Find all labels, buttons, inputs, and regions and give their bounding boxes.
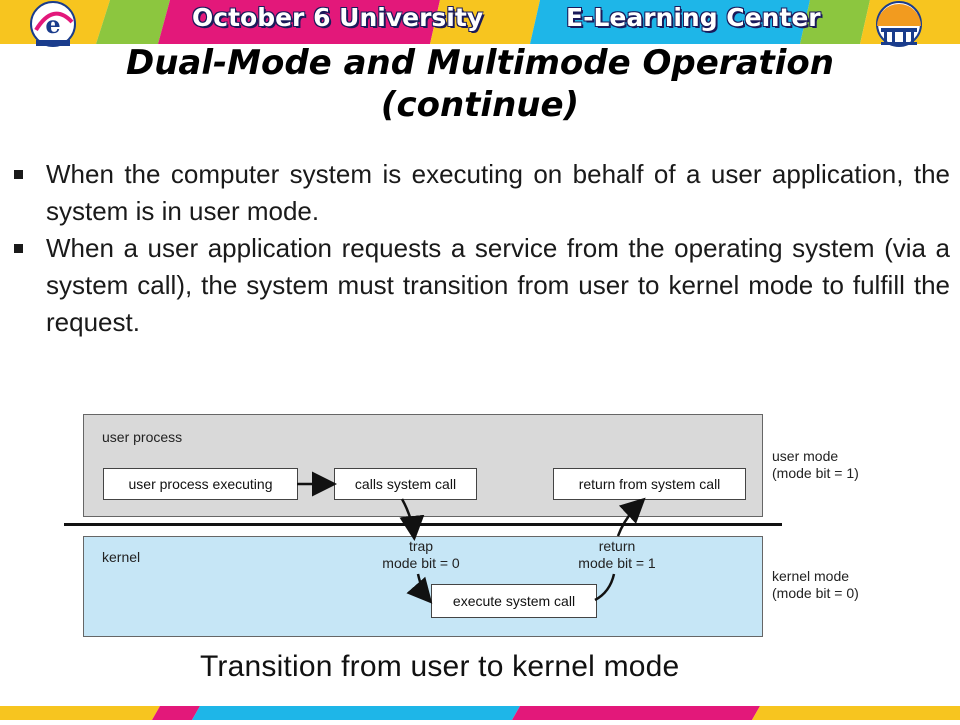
- return-annotation: return mode bit = 1: [562, 538, 672, 572]
- university-name: October 6 University: [192, 3, 484, 32]
- kernel-label: kernel: [102, 549, 141, 565]
- header-banner: October 6 University E-Learning Center: [0, 0, 960, 44]
- return-from-system-call-box: return from system call: [553, 468, 746, 500]
- kernel-mode-label: kernel mode (mode bit = 0): [772, 568, 859, 602]
- mode-transition-diagram: user process kernel user process executi…: [62, 412, 892, 642]
- footer-banner: [0, 690, 960, 720]
- svg-text:e: e: [45, 10, 60, 39]
- square-bullet-icon: [14, 244, 23, 253]
- bullet-text: When a user application requests a servi…: [46, 233, 950, 337]
- diagram-arrows: [297, 471, 646, 604]
- trap-arrow-lower: [406, 573, 433, 604]
- bullet-item: When a user application requests a servi…: [14, 230, 950, 341]
- bullet-list: When the computer system is executing on…: [14, 156, 950, 341]
- diagram-caption: Transition from user to kernel mode: [200, 650, 680, 683]
- return-label: return: [598, 538, 636, 554]
- bullet-text: When the computer system is executing on…: [46, 159, 950, 226]
- user-mode-bit: (mode bit = 1): [772, 465, 859, 481]
- kernel-mode-bit: (mode bit = 0): [772, 585, 859, 601]
- trap-arrow-upper: [399, 498, 425, 541]
- slide-title-line1: Dual-Mode and Multimode Operation: [126, 43, 834, 83]
- trap-label: trap: [408, 538, 434, 554]
- user-mode-label: user mode (mode bit = 1): [772, 448, 859, 482]
- slide-title: Dual-Mode and Multimode Operation (conti…: [0, 42, 960, 126]
- return-arrow-lower: [594, 573, 616, 602]
- elearning-logo: e: [22, 0, 84, 50]
- execute-system-call-box: execute system call: [431, 584, 597, 618]
- return-arrow-upper: [616, 497, 646, 537]
- return-mode-bit: mode bit = 1: [578, 555, 656, 571]
- kernel-mode-text: kernel mode: [772, 568, 850, 584]
- user-process-label: user process: [102, 429, 183, 445]
- user-mode-text: user mode: [772, 448, 839, 464]
- square-bullet-icon: [14, 170, 23, 179]
- trap-mode-bit: mode bit = 0: [382, 555, 460, 571]
- elearning-center-name: E-Learning Center: [566, 3, 821, 32]
- university-logo: [868, 0, 930, 50]
- bullet-item: When the computer system is executing on…: [14, 156, 950, 230]
- user-process-executing-box: user process executing: [103, 468, 298, 500]
- slide-title-line2: (continue): [380, 85, 580, 125]
- trap-annotation: trap mode bit = 0: [368, 538, 474, 572]
